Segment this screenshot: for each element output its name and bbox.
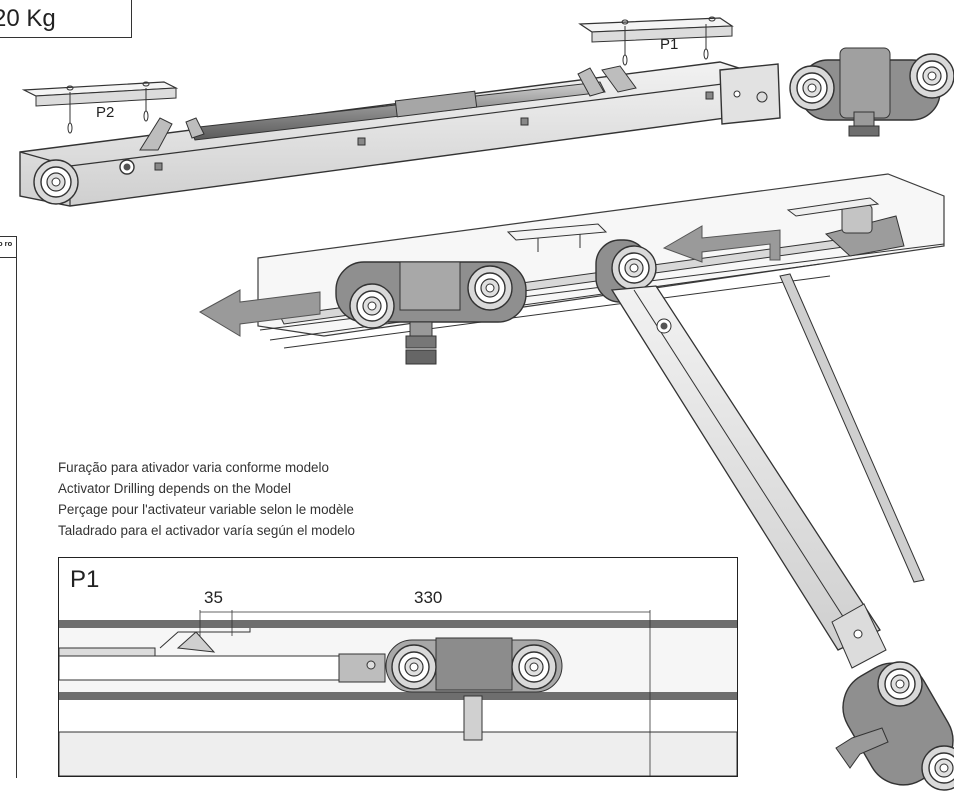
side-divider [16, 258, 17, 778]
note-en: Activator Drilling depends on the Model [58, 481, 291, 496]
dimension-35: 35 [204, 588, 223, 607]
dimension-330: 330 [414, 588, 443, 607]
side-tag: o ro [0, 236, 17, 258]
detail-title: P1 [70, 566, 100, 593]
note-es: Taladrado para el activador varía según … [58, 523, 356, 538]
upper-carriage [19, 16, 954, 207]
label-p2: P2 [96, 104, 115, 121]
detail-drawing [58, 610, 738, 777]
diagonal-arm [610, 273, 954, 791]
note-pt: Furação para ativador varia conforme mod… [58, 460, 329, 475]
label-p1: P1 [660, 36, 679, 53]
detail-panel [58, 557, 738, 777]
note-fr: Perçage pour l'activateur variable selon… [58, 502, 354, 517]
track-assembly [198, 173, 945, 365]
weight-capacity-label: 20 Kg [0, 0, 132, 38]
